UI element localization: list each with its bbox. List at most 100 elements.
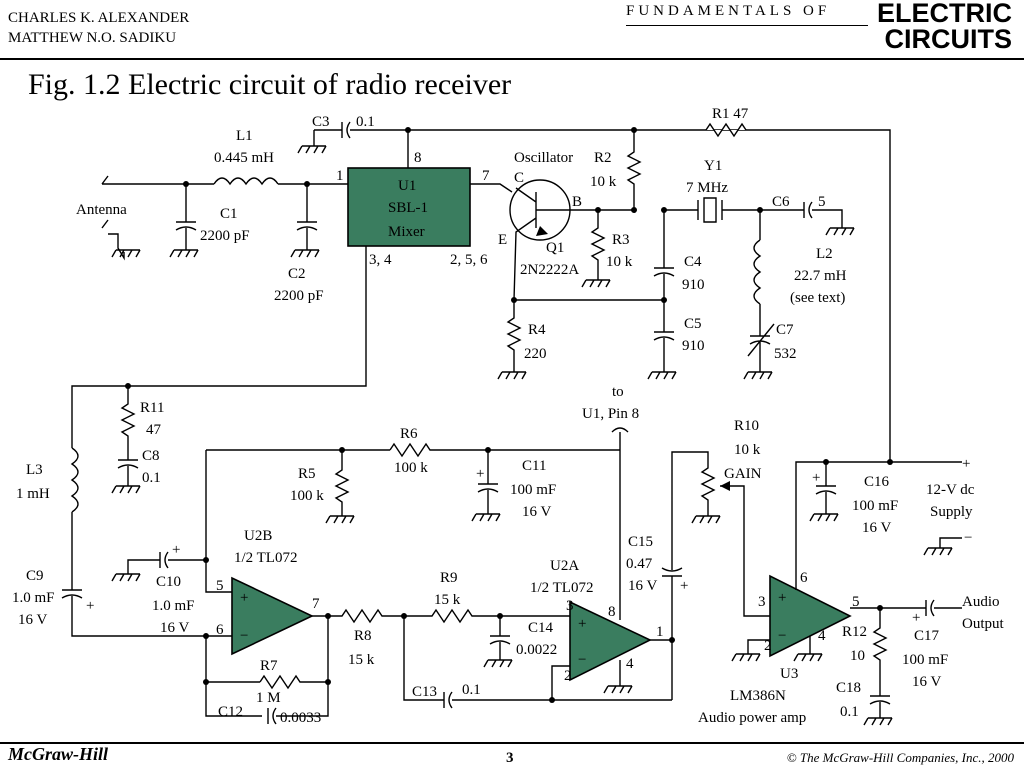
header-rule xyxy=(0,58,1024,60)
l1-label: L1 xyxy=(236,128,253,144)
author-1: CHARLES K. ALEXANDER xyxy=(8,10,190,26)
u2a-part: 1/2 TL072 xyxy=(530,580,593,596)
r9-value: 15 k xyxy=(434,592,461,608)
book-title-line1: ELECTRIC xyxy=(877,0,1012,28)
r2-label: R2 xyxy=(594,150,612,166)
q1-base-label: B xyxy=(572,194,582,210)
supply-label-2: Supply xyxy=(930,504,973,520)
u3-pin-3: 3 xyxy=(758,594,766,610)
r8-value: 15 k xyxy=(348,652,375,668)
u1-pin-3-4: 3, 4 xyxy=(369,252,392,268)
c2-value: 2200 pF xyxy=(274,288,324,304)
u1-pin-1: 1 xyxy=(336,168,344,184)
c3-label: C3 xyxy=(312,114,330,130)
publisher-name: McGraw-Hill xyxy=(8,744,109,764)
u3-part: LM386N xyxy=(730,688,786,704)
u1-pin-8: 8 xyxy=(414,150,422,166)
l2-label: L2 xyxy=(816,246,833,262)
c1-label: C1 xyxy=(220,206,238,222)
c14-label: C14 xyxy=(528,620,554,636)
c5-value: 910 xyxy=(682,338,705,354)
page-number: 3 xyxy=(506,750,514,766)
c6-label: C6 xyxy=(772,194,790,210)
c10-plus: + xyxy=(172,542,180,558)
c15-voltage: 16 V xyxy=(628,578,657,594)
u1-pin-7: 7 xyxy=(482,168,490,184)
c10-voltage: 16 V xyxy=(160,620,189,636)
authors: CHARLES K. ALEXANDER MATTHEW N.O. SADIKU xyxy=(8,8,189,48)
u3-pin-6: 6 xyxy=(800,570,808,586)
l1-value: 0.445 mH xyxy=(214,150,274,166)
u1-mixer-chip xyxy=(347,167,471,247)
c16-plus: + xyxy=(812,470,820,486)
u2a-pin-3: 3 xyxy=(566,598,574,614)
u2a-opamp xyxy=(569,600,652,682)
c14-value: 0.0022 xyxy=(516,642,557,658)
u2b-minus: − xyxy=(240,628,248,644)
supply-minus: − xyxy=(964,530,972,546)
c7-value: 532 xyxy=(774,346,797,362)
r4-label: R4 xyxy=(528,322,546,338)
r7-value: 1 M xyxy=(256,690,281,706)
l3-label: L3 xyxy=(26,462,43,478)
u1-function: Mixer xyxy=(388,224,425,240)
r2-value: 10 k xyxy=(590,174,617,190)
u2a-plus: + xyxy=(578,616,586,632)
r12-value: 10 xyxy=(850,648,865,664)
header-rule-short xyxy=(626,25,868,26)
r6-label: R6 xyxy=(400,426,418,442)
r1-label: R1 47 xyxy=(712,106,749,122)
r10-label: R10 xyxy=(734,418,759,434)
c11-label: C11 xyxy=(522,458,546,474)
c17-value: 100 mF xyxy=(902,652,948,668)
u2b-plus: + xyxy=(240,590,248,606)
u2a-pin-4: 4 xyxy=(626,656,634,672)
c7-label: C7 xyxy=(776,322,794,338)
c8-label: C8 xyxy=(142,448,160,464)
figure-title: Fig. 1.2 Electric circuit of radio recei… xyxy=(28,68,512,101)
c11-plus: + xyxy=(476,466,484,482)
r6-value: 100 k xyxy=(394,460,428,476)
c13-label: C13 xyxy=(412,684,437,700)
r9-label: R9 xyxy=(440,570,458,586)
u1-label: U1 xyxy=(398,178,416,194)
c16-value: 100 mF xyxy=(852,498,898,514)
u2b-opamp xyxy=(231,576,314,656)
book-series-label: FUNDAMENTALS OF xyxy=(626,3,831,19)
c17-voltage: 16 V xyxy=(912,674,941,690)
c9-label: C9 xyxy=(26,568,44,584)
r3-label: R3 xyxy=(612,232,630,248)
c4-value: 910 xyxy=(682,277,705,293)
oscillator-label: Oscillator xyxy=(514,150,573,166)
u3-pin-4: 4 xyxy=(818,628,826,644)
c10-label: C10 xyxy=(156,574,181,590)
c15-value: 0.47 xyxy=(626,556,653,572)
q1-collector-label: C xyxy=(514,170,524,186)
r10-gain-label: GAIN xyxy=(724,466,762,482)
c2-label: C2 xyxy=(288,266,306,282)
u3-minus: − xyxy=(778,628,786,644)
u2a-minus: − xyxy=(578,652,586,668)
r3-value: 10 k xyxy=(606,254,633,270)
c12-label: C12 xyxy=(218,704,243,720)
u1-part: SBL-1 xyxy=(388,200,428,216)
footer-rule xyxy=(0,742,1024,744)
u3-description: Audio power amp xyxy=(698,710,806,726)
u2b-part: 1/2 TL072 xyxy=(234,550,297,566)
u3-label: U3 xyxy=(780,666,798,682)
l2-note: (see text) xyxy=(790,290,845,306)
u2a-pin-2: 2 xyxy=(564,668,572,684)
c5-label: C5 xyxy=(684,316,702,332)
u2a-pin-8: 8 xyxy=(608,604,616,620)
c16-label: C16 xyxy=(864,474,890,490)
q1-emitter-label: E xyxy=(498,232,507,248)
u2a-pin-1: 1 xyxy=(656,624,664,640)
c6-pin: 5 xyxy=(818,194,826,210)
book-title-logo: ELECTRIC CIRCUITS xyxy=(877,0,1012,53)
c11-voltage: 16 V xyxy=(522,504,551,520)
c15-plus: + xyxy=(680,578,688,594)
c9-voltage: 16 V xyxy=(18,612,47,628)
c13-value: 0.1 xyxy=(462,682,481,698)
r4-value: 220 xyxy=(524,346,547,362)
